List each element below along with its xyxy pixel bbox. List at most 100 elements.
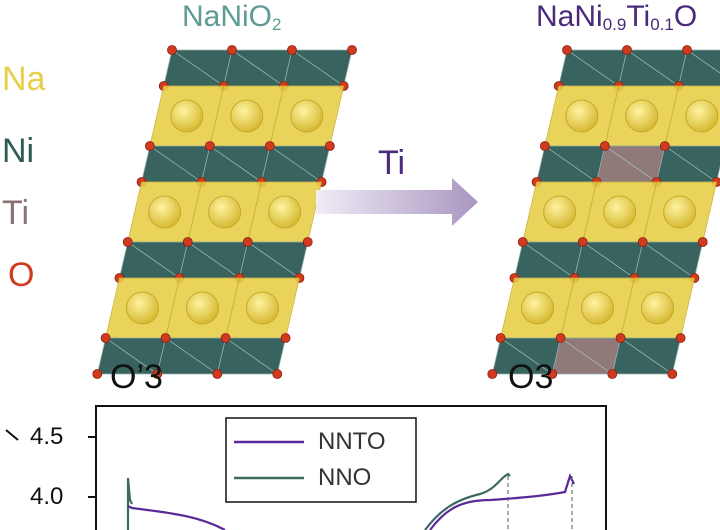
o-atom <box>144 141 155 151</box>
o-atom <box>92 369 103 379</box>
octahedron-edge <box>500 337 553 375</box>
nno-curve <box>126 472 511 530</box>
o-atom <box>212 369 223 379</box>
na-atom <box>246 291 280 325</box>
na-atom <box>148 195 182 229</box>
ti-arrow <box>316 178 478 226</box>
right-structure-label: O3 <box>508 358 554 396</box>
octahedron-edge <box>522 241 575 279</box>
o-atom <box>659 141 670 151</box>
o-atom <box>152 369 163 379</box>
o-atom <box>122 237 133 247</box>
y-tick-label-4-0: 4.0 <box>30 483 64 510</box>
na-atom <box>268 195 302 229</box>
left-title: NaNiO2 <box>182 0 282 34</box>
na-atom <box>521 291 555 325</box>
o-atom <box>667 369 678 379</box>
octahedron-edge <box>566 49 619 87</box>
octahedron-edge <box>105 337 158 375</box>
o-atom <box>547 369 558 379</box>
right-title-a: NaNi <box>536 0 603 33</box>
o-atom <box>227 45 237 55</box>
na-atom <box>170 99 204 133</box>
na-atom <box>641 291 675 325</box>
na-atom <box>581 291 615 325</box>
legend-ni: Ni <box>2 132 35 170</box>
o-atom <box>607 369 618 379</box>
octahedron-edge <box>620 337 673 375</box>
octahedron-edge <box>269 145 322 183</box>
legend-label-nno: NNO <box>318 464 372 491</box>
o-atom <box>280 333 291 343</box>
left-title-sub: 2 <box>272 15 282 34</box>
o-atom <box>539 141 550 151</box>
na-atom <box>685 99 719 133</box>
ni-octahedron <box>656 145 720 183</box>
o-atom <box>577 237 588 247</box>
na-atom <box>126 291 160 325</box>
octahedron-edge <box>231 49 284 87</box>
octahedron-edge <box>209 145 262 183</box>
na-atom <box>543 195 577 229</box>
legend-label-nnto: NNTO <box>318 428 386 455</box>
o-atom <box>637 237 648 247</box>
o-atom <box>615 333 626 343</box>
right-title-sub-a: 0.9 <box>602 15 627 34</box>
octahedron-edge <box>664 145 717 183</box>
o-atom <box>302 237 313 247</box>
o-atom <box>675 333 686 343</box>
o-atom <box>517 237 528 247</box>
na-atom <box>208 195 242 229</box>
arrow-label: Ti <box>378 144 406 182</box>
o-atom <box>495 333 506 343</box>
o-atom <box>324 141 335 151</box>
o-atom <box>487 369 498 379</box>
o-atom <box>347 45 357 55</box>
o-atom <box>220 333 231 343</box>
plot-frame <box>95 405 607 530</box>
nnto-curve <box>127 473 575 530</box>
o-atom <box>242 237 253 247</box>
o-atom <box>272 369 283 379</box>
octahedron-edge <box>604 145 657 183</box>
octahedron-edge <box>291 49 344 87</box>
o-atom <box>167 45 177 55</box>
left-structure-label: O’3 <box>110 358 163 396</box>
na-atom <box>603 195 637 229</box>
right-title: NaNi0.9Ti0.1O <box>536 0 698 34</box>
octahedron-edge <box>247 241 300 279</box>
o-atom <box>182 237 193 247</box>
y-axis-fragment <box>5 429 19 441</box>
octahedron-edge <box>149 145 202 183</box>
o-atom <box>160 333 171 343</box>
octahedron-edge <box>560 337 613 375</box>
o-atom <box>562 45 572 55</box>
right-title-c: O <box>673 0 698 33</box>
octahedron-edge <box>127 241 180 279</box>
octahedron-edge <box>225 337 278 375</box>
na-atom <box>290 99 324 133</box>
o-atom <box>100 333 111 343</box>
legend-na: Na <box>2 60 46 98</box>
octahedron-edge <box>171 49 224 87</box>
octahedron-edge <box>544 145 597 183</box>
na-atom <box>230 99 264 133</box>
left-title-main: NaNiO <box>182 0 273 33</box>
octahedron-edge <box>582 241 635 279</box>
ni-octahedron <box>678 49 720 87</box>
right-title-sub-b: 0.1 <box>650 15 674 34</box>
o-atom <box>682 45 692 55</box>
na-atom <box>625 99 659 133</box>
octahedron-edge <box>187 241 240 279</box>
octahedron-edge <box>165 337 218 375</box>
octahedron-edge <box>642 241 695 279</box>
o-atom <box>287 45 297 55</box>
o-atom <box>622 45 632 55</box>
na-atom <box>565 99 599 133</box>
y-tick-label-4-5: 4.5 <box>30 423 64 450</box>
right-title-b: Ti <box>626 0 651 33</box>
plot-legend-box <box>225 417 417 503</box>
na-atom <box>186 291 220 325</box>
na-atom <box>663 195 697 229</box>
